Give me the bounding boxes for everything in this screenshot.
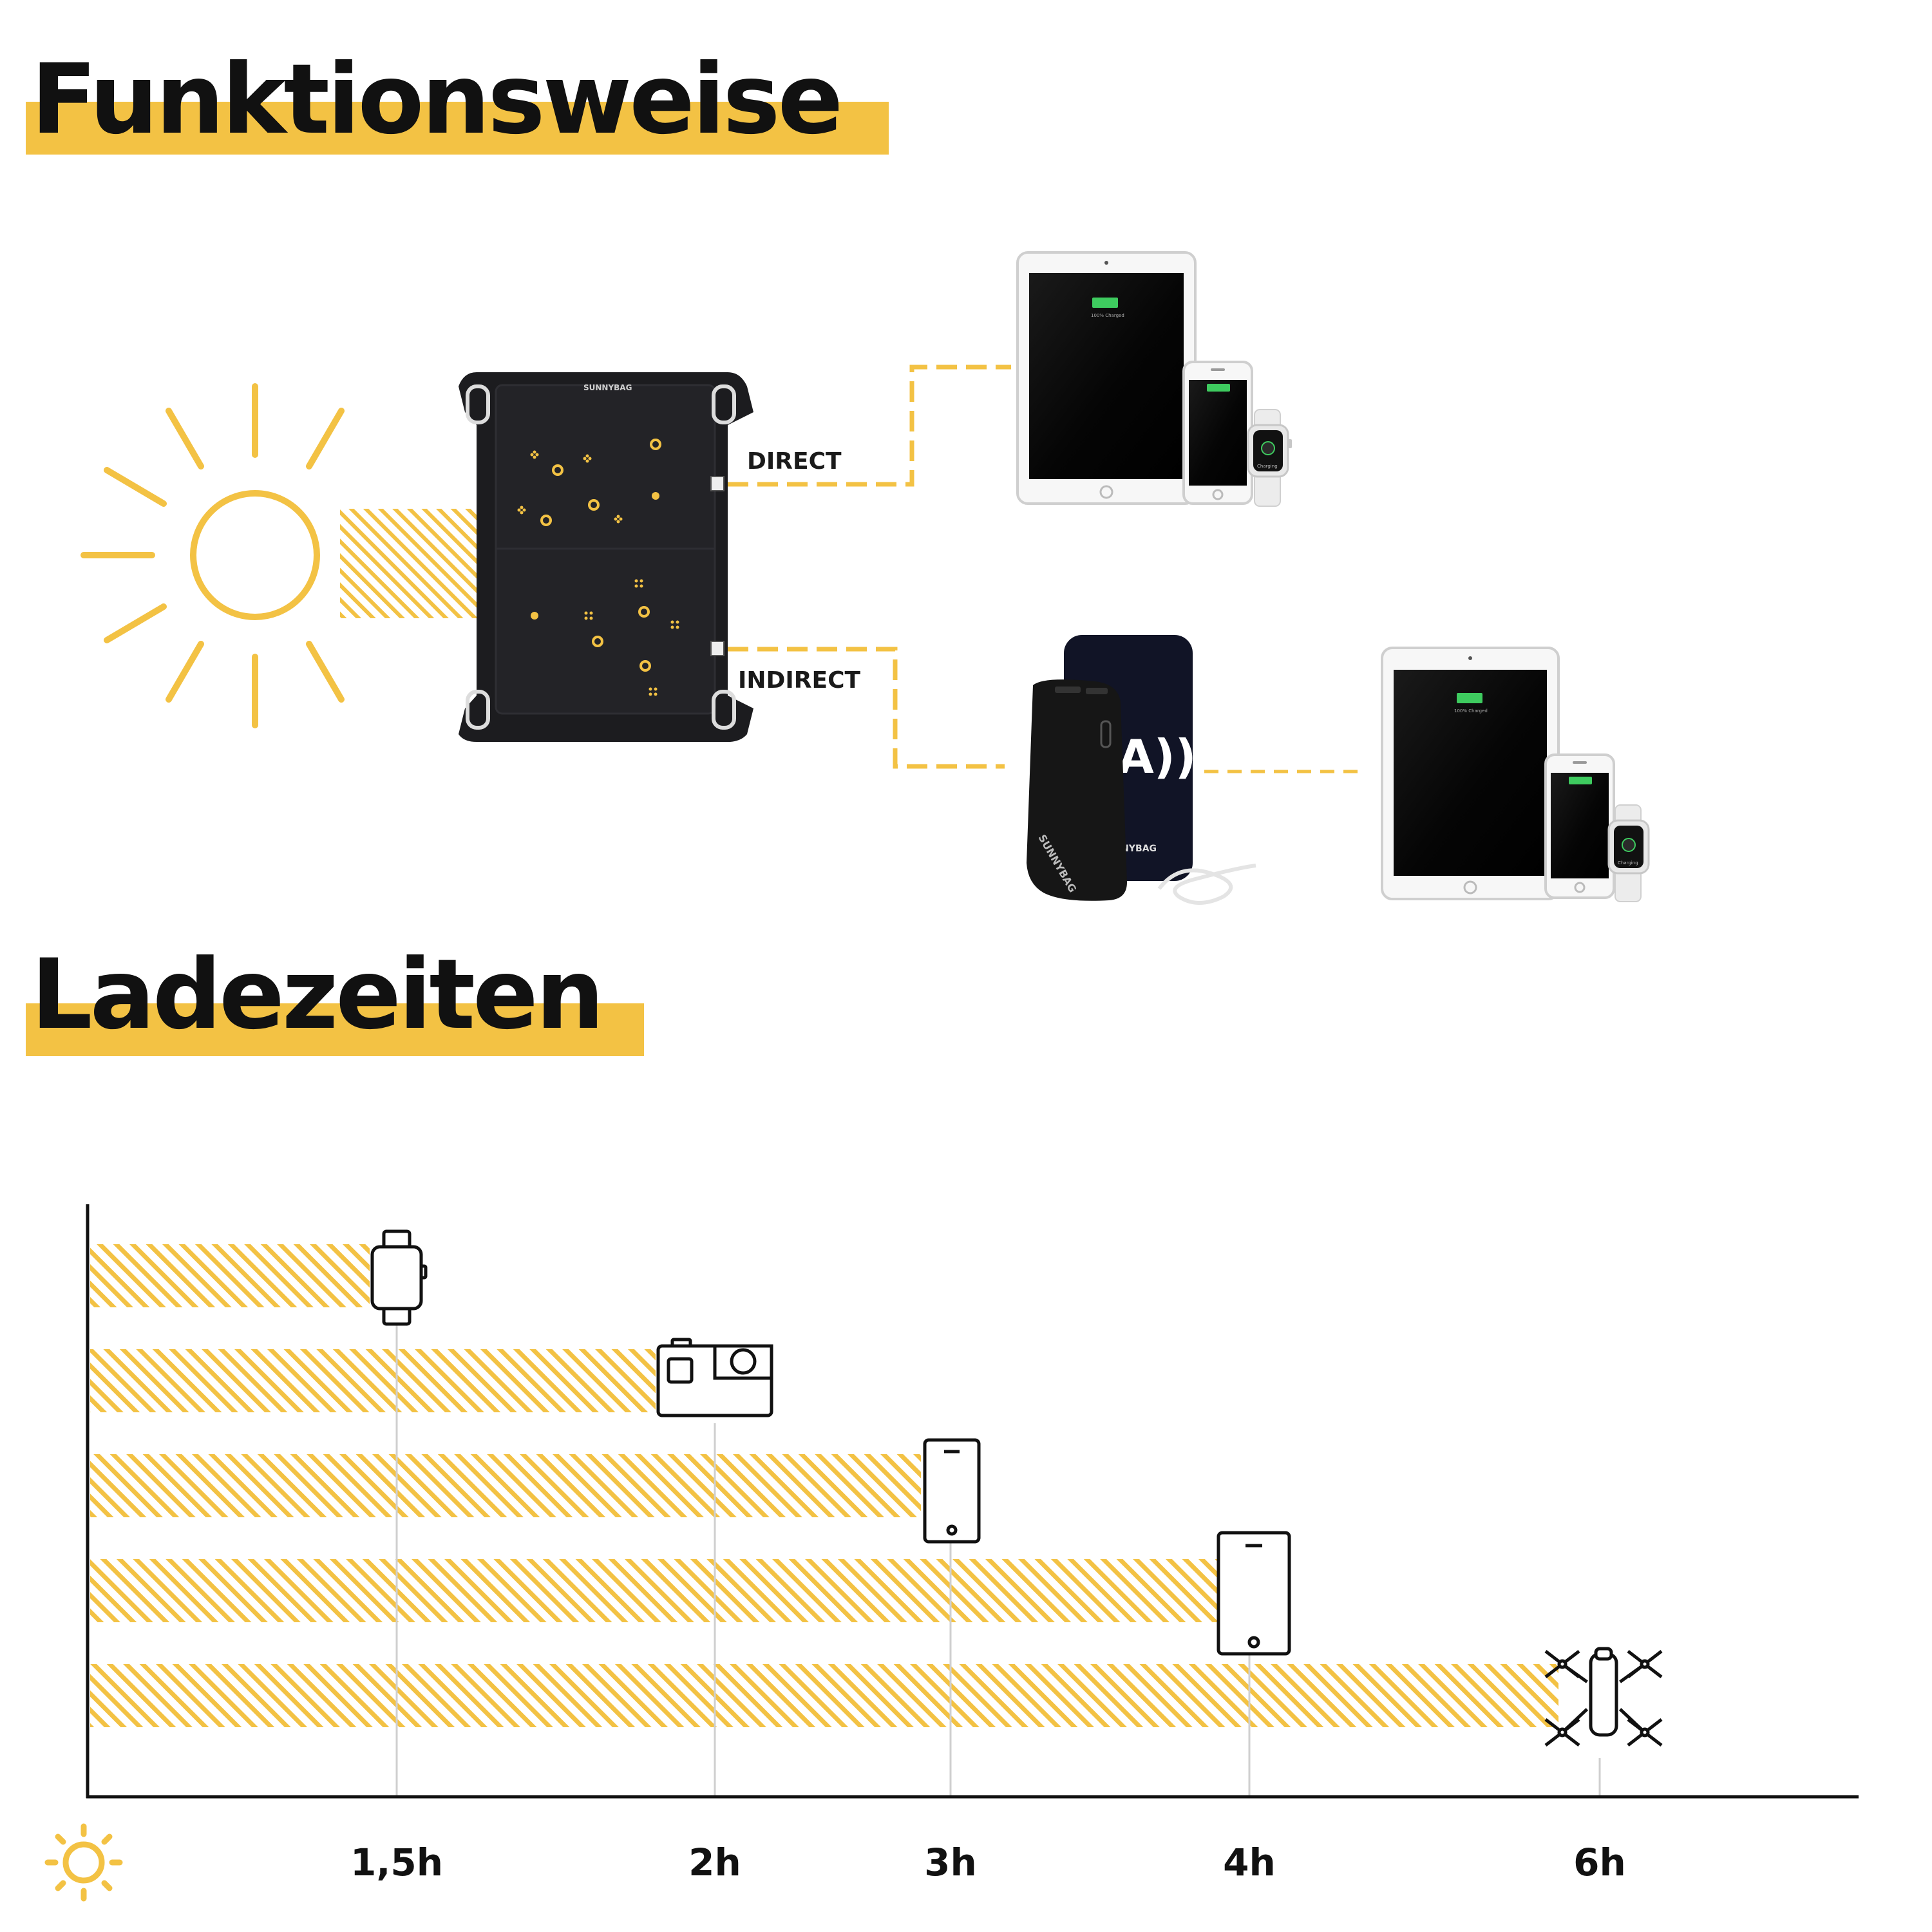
smartwatch-icon: Charging [1247,409,1292,507]
heading-highlight-bar [26,1003,644,1056]
bar-smartphone [90,1454,921,1517]
x-tick-label: 1,5h [350,1841,443,1884]
x-tick-label: 6h [1573,1841,1626,1884]
light-beam [340,509,488,618]
heading-highlight-bar [26,102,889,155]
smartphone-icon [923,1438,981,1544]
sun-icon [80,383,345,728]
tablet-status-text: 100% Charged [1454,708,1488,714]
tablet-icon: 100% Charged [1016,251,1197,505]
x-tick-label: 3h [924,1841,977,1884]
tablet-icon: 100% Charged [1381,647,1560,900]
devices-direct: 100% Charged Charging [1016,251,1292,507]
drone-icon [1544,1647,1663,1747]
usb-cable [1157,864,1256,905]
smartwatch-icon: Charging [1607,804,1650,902]
indirect-label: INDIRECT [738,667,861,694]
connector-lines [728,365,1365,773]
compact-powerbank: SUNNYBAG [1027,679,1127,901]
section-heading-times: Ladezeiten [26,927,644,1056]
action-camera-icon [656,1338,773,1417]
panel-brand: SUNNYBAG [583,383,632,392]
sun-icon [44,1823,123,1902]
direct-label: DIRECT [747,448,842,475]
powerbanks: A)) SUNNYBAG SUNNYBAG [1027,635,1256,905]
bar-action-camera [90,1349,656,1412]
tablet-status-text: 100% Charged [1091,313,1124,318]
heading-text: Ladezeiten [31,939,605,1051]
tablet-icon [1217,1531,1291,1656]
smartwatch-icon [370,1229,428,1326]
smartphone-icon [1182,361,1253,505]
section-heading-function: Funktionsweise [26,39,889,161]
x-tick-label: 4h [1223,1841,1276,1884]
watch-status-text: Charging [1257,464,1278,469]
heading-text: Funktionsweise [31,44,843,156]
solar-panel: SUNNYBAG [459,372,753,742]
x-tick-label: 2h [688,1841,741,1884]
bar-tablet [90,1559,1217,1622]
watch-status-text: Charging [1618,860,1638,866]
wireless-icon: A)) [1118,730,1197,784]
bar-smartwatch [90,1244,370,1307]
bar-drone [90,1664,1558,1727]
function-diagram: SUNNYBAG [80,251,1650,905]
devices-indirect: 100% Charged Charging [1381,647,1650,902]
